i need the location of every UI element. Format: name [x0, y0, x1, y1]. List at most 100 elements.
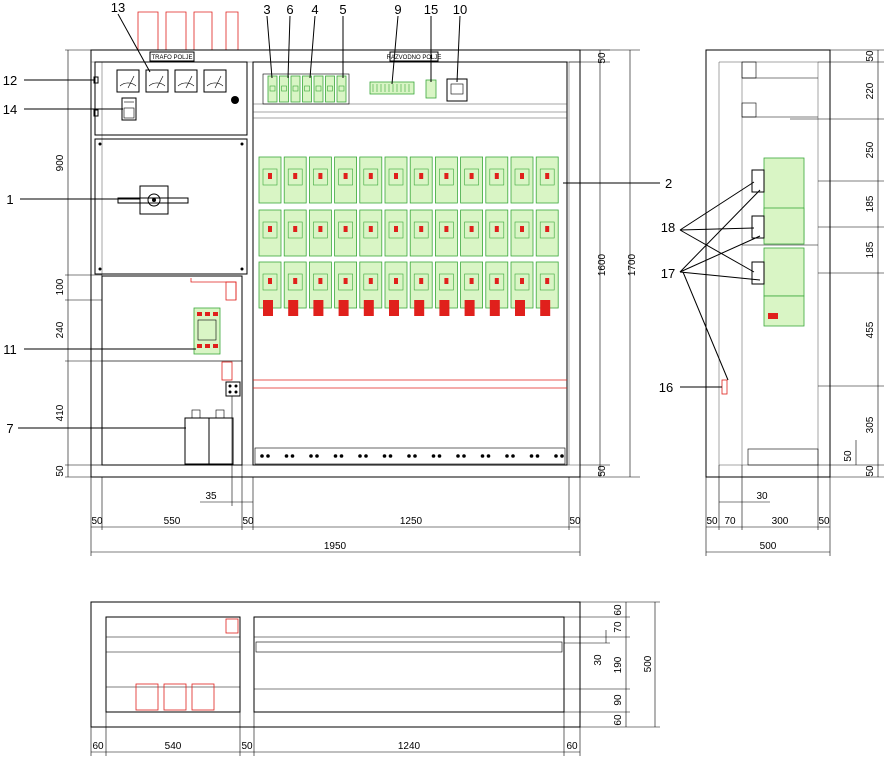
- plan-dim-500: 500: [643, 655, 654, 672]
- dim-410: 410: [55, 404, 66, 421]
- circuit-breaker: [485, 209, 509, 257]
- capacitor-1: [184, 417, 210, 465]
- dim-top-right-50: 50: [597, 52, 608, 64]
- circuit-breaker: [510, 209, 534, 257]
- side-dim-455: 455: [865, 321, 876, 338]
- circuit-breaker: [485, 156, 509, 204]
- lower-compartment: [101, 275, 243, 466]
- plan-dim-540: 540: [165, 741, 182, 752]
- circuit-breaker: [258, 156, 282, 204]
- side-dim-50-bottom: 50: [865, 465, 876, 477]
- cabinet-plan-outline: [90, 601, 581, 728]
- plan-dim-190: 190: [613, 656, 624, 673]
- cabinet-side-outline: [705, 49, 831, 478]
- callout-17: 17: [661, 266, 675, 281]
- dim-left-50: 50: [55, 465, 66, 477]
- side-dim-w-50a: 50: [706, 516, 718, 527]
- small-module: [425, 79, 437, 99]
- terminal-block: [225, 381, 241, 397]
- main-switch-panel: [94, 138, 248, 275]
- side-dim-30: 30: [756, 491, 768, 502]
- circuit-breaker: [258, 209, 282, 257]
- top-modules: [267, 75, 347, 103]
- rail-module: [267, 75, 278, 103]
- side-dim-250: 250: [865, 141, 876, 158]
- dim-1250: 1250: [400, 516, 423, 527]
- circuit-breaker: [334, 156, 358, 204]
- callout-6: 6: [286, 2, 293, 17]
- razvodno-label-plate: [389, 51, 439, 62]
- control-box: [446, 78, 468, 102]
- dim-1600: 1600: [597, 253, 608, 276]
- side-dim-185a: 185: [865, 195, 876, 212]
- circuit-breaker: [409, 209, 433, 257]
- breaker-grid: [258, 156, 559, 316]
- dim-1700: 1700: [627, 253, 638, 276]
- circuit-breaker: [535, 156, 559, 204]
- rail-module: [290, 75, 301, 103]
- callout-10: 10: [453, 2, 467, 17]
- callout-15: 15: [424, 2, 438, 17]
- dim-550: 550: [164, 516, 181, 527]
- side-dim-70: 70: [724, 516, 736, 527]
- circuit-breaker: [308, 209, 332, 257]
- plan-dim-60b: 60: [613, 714, 624, 726]
- cabinet-front-outline: [90, 49, 581, 478]
- rail-module: [313, 75, 324, 103]
- circuit-breaker: [334, 209, 358, 257]
- callout-13: 13: [111, 0, 125, 15]
- plan-dim-1240: 1240: [398, 741, 421, 752]
- dim-100: 100: [55, 278, 66, 295]
- dim-bottom-right-50: 50: [597, 465, 608, 477]
- front-view: TRAFO POLJE: [3, 0, 672, 556]
- circuit-breaker: [510, 156, 534, 204]
- side-dim-185b: 185: [865, 241, 876, 258]
- side-dim-220: 220: [865, 82, 876, 99]
- trafo-field-label: TRAFO POLJE: [151, 55, 192, 61]
- callout-11: 11: [3, 342, 17, 357]
- callout-7: 7: [6, 421, 13, 436]
- circuit-breaker: [359, 156, 383, 204]
- callout-2: 2: [665, 176, 672, 191]
- side-dim-w-50b: 50: [818, 516, 830, 527]
- hinge-bottom: [93, 109, 99, 117]
- callout-4: 4: [311, 2, 318, 17]
- circuit-breaker: [384, 156, 408, 204]
- callout-14: 14: [3, 102, 17, 117]
- dim-900: 900: [55, 154, 66, 171]
- dim-35: 35: [205, 491, 217, 502]
- plan-dim-90: 90: [613, 694, 624, 706]
- rail-module: [325, 75, 335, 103]
- distribution-field-label: RAZVODNO POLJE: [387, 55, 442, 61]
- plan-dim-70: 70: [613, 621, 624, 633]
- side-dim-50-inner: 50: [843, 450, 854, 462]
- dim-1950: 1950: [324, 541, 347, 552]
- main-switch-handle: [117, 197, 189, 204]
- side-dim-305: 305: [865, 416, 876, 433]
- circuit-breaker: [283, 209, 307, 257]
- plan-right-section: [253, 616, 565, 713]
- plan-dim-30: 30: [593, 654, 604, 666]
- meters: [116, 69, 227, 93]
- callout-12: 12: [3, 73, 17, 88]
- callout-1: 1: [6, 192, 13, 207]
- rail-module: [336, 75, 347, 103]
- side-dim-500: 500: [760, 541, 777, 552]
- side-dim-50-top: 50: [865, 50, 876, 62]
- callout-18: 18: [661, 220, 675, 235]
- circuit-breaker: [283, 156, 307, 204]
- circuit-breaker: [460, 209, 484, 257]
- callout-5: 5: [339, 2, 346, 17]
- rail-module: [279, 75, 289, 103]
- circuit-breaker: [308, 156, 332, 204]
- indicator-lamp: [231, 96, 239, 104]
- dim-w-50a: 50: [91, 516, 103, 527]
- main-switch-body: [139, 185, 169, 215]
- capacitor-2: [208, 417, 234, 465]
- dim-240: 240: [55, 321, 66, 338]
- instrument-panel: [94, 61, 248, 136]
- circuit-breaker: [409, 156, 433, 204]
- circuit-breaker: [434, 156, 458, 204]
- plan-dim-w-60a: 60: [92, 741, 104, 752]
